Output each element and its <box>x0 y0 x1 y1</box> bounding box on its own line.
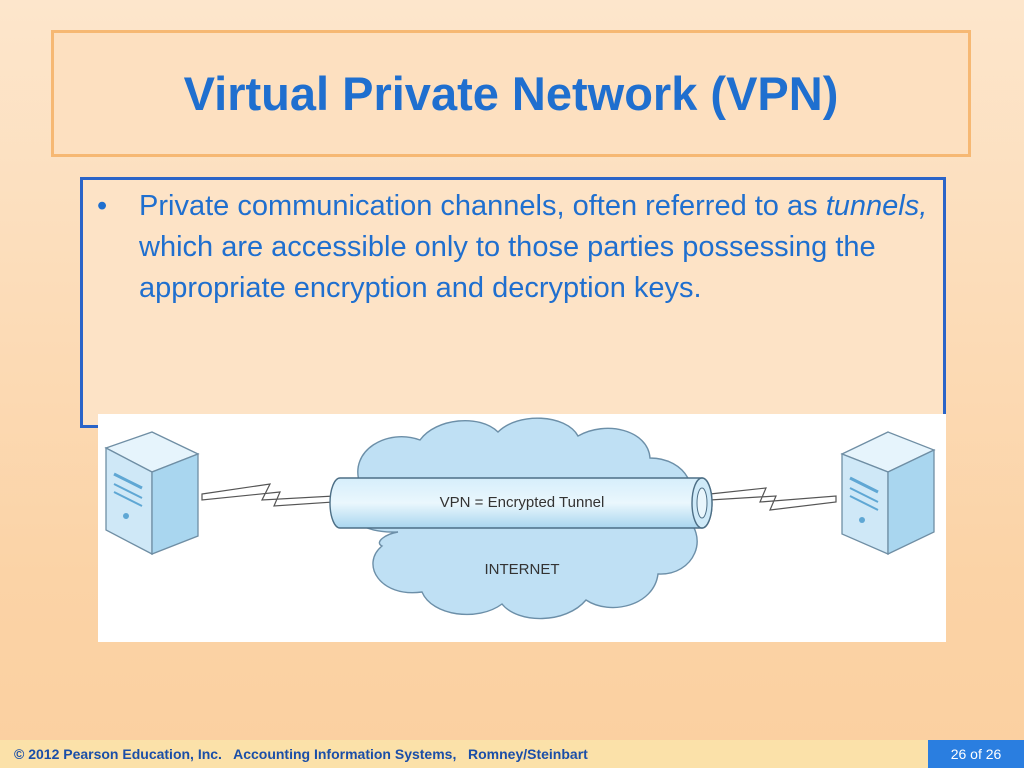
bullet-text: Private communication channels, often re… <box>139 186 941 309</box>
lightning-link-icon <box>709 487 837 511</box>
footer-copyright: © 2012 Pearson Education, Inc. Accountin… <box>14 746 588 762</box>
bullet-item: • Private communication channels, often … <box>91 186 941 309</box>
server-computer-icon <box>840 431 936 556</box>
content-box: • Private communication channels, often … <box>80 177 946 428</box>
title-box: Virtual Private Network (VPN) <box>51 30 971 157</box>
page-number: 26 of 26 <box>928 740 1024 768</box>
vpn-diagram-svg: VPN = Encrypted Tunnel INTERNET <box>104 417 936 620</box>
lightning-link-icon <box>201 483 335 507</box>
bullet-text-part1: Private communication channels, often re… <box>139 190 826 222</box>
page-current: 26 <box>950 746 967 762</box>
page-of: of <box>966 746 986 762</box>
tunnel-label: VPN = Encrypted Tunnel <box>440 494 605 511</box>
cloud-label: INTERNET <box>485 561 560 578</box>
bullet-text-italic: tunnels, <box>825 190 928 222</box>
server-computer-icon <box>104 431 200 556</box>
page-total: 26 <box>985 746 1002 762</box>
bullet-text-part2: which are accessible only to those parti… <box>139 231 876 304</box>
vpn-diagram: VPN = Encrypted Tunnel INTERNET <box>98 414 946 642</box>
slide-title: Virtual Private Network (VPN) <box>183 67 839 120</box>
bullet-marker: • <box>97 190 108 222</box>
footer-bar: © 2012 Pearson Education, Inc. Accountin… <box>0 740 1024 768</box>
encrypted-tunnel-pipe <box>329 477 713 529</box>
